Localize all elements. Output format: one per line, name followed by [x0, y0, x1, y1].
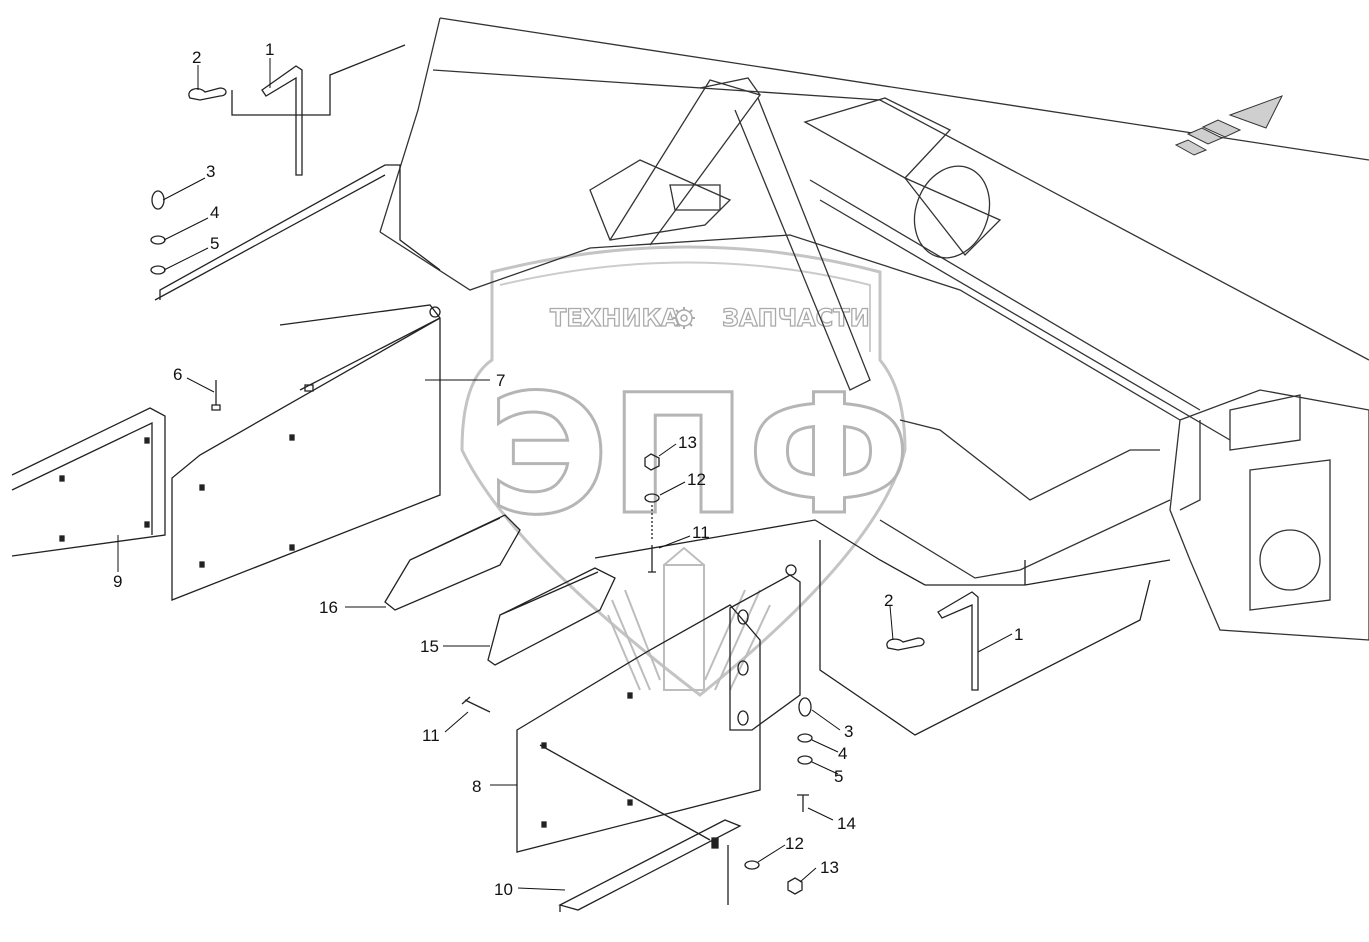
strip-10 — [558, 819, 742, 912]
left-upper-parts — [11, 44, 441, 601]
callout-11-upper: 11 — [692, 523, 710, 542]
callout-5-upper: 5 — [210, 234, 219, 253]
watermark-logo: ЭПФ — [488, 359, 911, 551]
bolt-14 — [797, 794, 809, 812]
callout-10: 10 — [494, 880, 513, 899]
callout-1-lower: 1 — [1014, 625, 1023, 644]
watermark-top-left: ТЕХНИКА — [550, 304, 680, 332]
washer-5-lower — [797, 755, 813, 765]
nut-13-lower — [787, 877, 803, 895]
washer-4-lower — [797, 733, 813, 743]
ring-3-lower — [798, 697, 812, 717]
part-15 — [487, 567, 616, 666]
direction-arrow-icon — [1174, 95, 1284, 156]
center-parts — [384, 453, 660, 666]
callout-13-lower: 13 — [820, 858, 839, 877]
panel-8 — [516, 604, 761, 853]
callout-4-lower: 4 — [838, 744, 847, 763]
callout-14: 14 — [837, 814, 856, 833]
bolt-11-lower — [461, 696, 491, 713]
callout-leaders — [117, 58, 1013, 891]
plate-upper — [159, 164, 441, 300]
callout-1-upper: 1 — [265, 40, 274, 59]
washer-4-upper — [150, 235, 166, 245]
pin-1-lower — [937, 591, 979, 691]
watermark-shield-outline — [460, 245, 907, 697]
callout-3-lower: 3 — [844, 722, 853, 741]
watermark: ТЕХНИКА ЗАПЧАСТИ ЭПФ — [460, 245, 912, 697]
panel-7 — [171, 304, 441, 601]
callout-13-upper: 13 — [678, 433, 697, 452]
gear-icon — [673, 307, 695, 329]
callout-12-upper: 12 — [687, 470, 706, 489]
lower-assembly — [461, 519, 1171, 912]
washer-5-upper — [150, 265, 166, 275]
panel-9 — [11, 407, 166, 557]
machine-frame — [379, 17, 1369, 641]
callout-3-upper: 3 — [206, 162, 215, 181]
callout-5-lower: 5 — [834, 767, 843, 786]
callout-8: 8 — [472, 777, 481, 796]
clip-2-upper — [188, 87, 227, 101]
callout-2-lower: 2 — [884, 591, 893, 610]
callout-15: 15 — [420, 637, 439, 656]
callout-4-upper: 4 — [210, 203, 219, 222]
callout-16: 16 — [319, 598, 338, 617]
bolt-11-upper — [648, 545, 656, 573]
pin-1-upper — [261, 65, 303, 176]
callout-2-upper: 2 — [192, 48, 201, 67]
callout-11-lower: 11 — [422, 726, 440, 745]
nut-13-upper — [644, 453, 660, 471]
washer-12-lower — [744, 860, 760, 870]
callout-12-lower: 12 — [785, 834, 804, 853]
callout-9: 9 — [113, 572, 122, 591]
bolt-6 — [211, 380, 221, 411]
watermark-shield-inner — [499, 261, 871, 352]
watermark-top-right: ЗАПЧАСТИ — [722, 304, 870, 332]
part-16 — [384, 514, 521, 611]
watermark-wheat-emblem — [607, 546, 771, 691]
clip-2-lower — [886, 637, 925, 651]
callout-7: 7 — [496, 371, 505, 390]
ring-3-upper — [151, 190, 165, 210]
callout-6: 6 — [173, 365, 182, 384]
callout-labels: 2 1 3 4 5 6 7 9 13 12 11 16 15 2 1 11 3 … — [113, 40, 1023, 899]
washer-12-upper — [644, 493, 660, 503]
